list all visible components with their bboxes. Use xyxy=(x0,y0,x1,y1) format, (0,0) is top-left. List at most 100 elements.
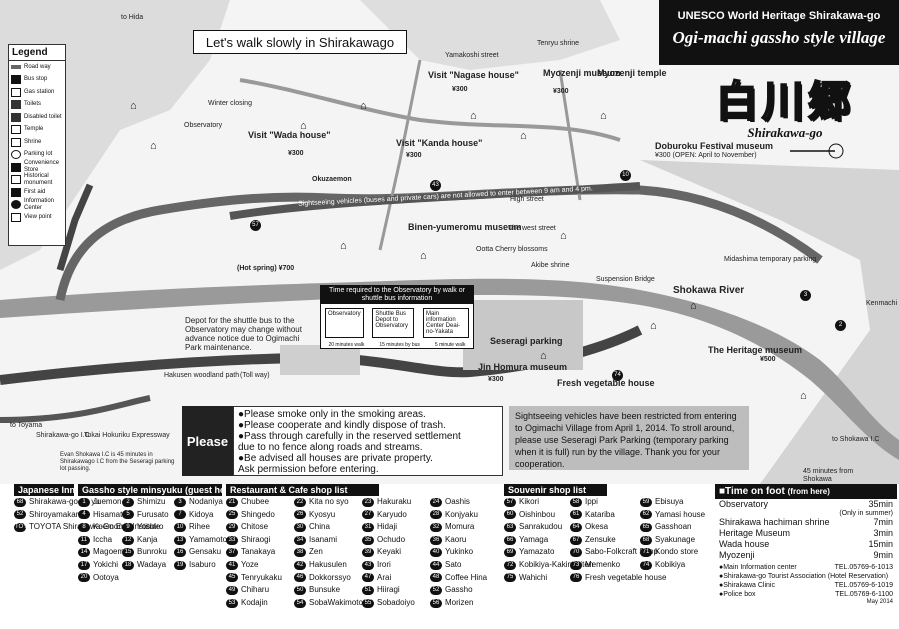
entry-number: TOYOTA xyxy=(14,522,40,532)
duration: 9min xyxy=(873,550,893,560)
entry-number: 35 xyxy=(362,535,374,545)
entry-name: Gensaku xyxy=(189,547,222,557)
tenryu-shrine-label: Tenryu shrine xyxy=(537,40,580,47)
rule-line: ●Please cooperate and kindly dispose of … xyxy=(238,420,446,431)
observatory-info-box: Time required to the Observatory by walk… xyxy=(320,285,474,349)
entry-name: Hidaji xyxy=(377,522,398,532)
entry-number: 21 xyxy=(226,497,238,507)
entry-name: Fresh vegetable house xyxy=(585,572,667,582)
entry-number: 54 xyxy=(294,598,306,608)
temple-icon xyxy=(11,125,21,135)
entry-name: TOYOTA Shirakawa-Go Eco-Institute xyxy=(29,522,161,532)
evan-note: Evan Shokawa I.C is 45 minutes in Shirak… xyxy=(60,452,175,472)
entry-number: 42 xyxy=(294,560,306,570)
legend-title: Legend xyxy=(9,45,65,61)
contact-name: ●Shirakawa-go Tourist Association (Hotel… xyxy=(719,573,889,580)
souvenir-list-title: Souvenir shop list xyxy=(504,484,607,496)
entry-number: 71 xyxy=(640,548,652,558)
legend-item: Shrine xyxy=(9,136,65,149)
building-markers: ⌂ ⌂ ⌂ ⌂ ⌂ ⌂ ⌂ ⌂ ⌂ ⌂ ⌂ ⌂ ⌂ ⌂ 61 57 43 10 … xyxy=(42,100,846,402)
entry-number: 51 xyxy=(362,585,374,595)
brand-romaji: Shirakawa-go xyxy=(747,125,823,140)
destination: Wada house xyxy=(719,539,770,549)
entry-number: 50 xyxy=(294,585,306,595)
entry-name: Chubee xyxy=(241,497,270,506)
entry-number: 34 xyxy=(294,535,306,545)
entry-number: 9 xyxy=(122,522,134,532)
brand-logo: 白川郷 Shirakawa-go xyxy=(700,68,870,141)
entry-number: 64 xyxy=(570,522,582,532)
entry-number: 40 xyxy=(430,548,442,558)
entry-name: Yamamotoya xyxy=(189,534,236,544)
entry-name: Shirakawa-go no yu xyxy=(29,497,100,506)
legend-item: Parking lot xyxy=(9,149,65,162)
myozenji-museum-label: Myozenji museum xyxy=(543,68,621,78)
to-shokawa-label: to Shokawa I.C xyxy=(832,436,880,443)
rule-line: ●Be advised all houses are private prope… xyxy=(238,453,433,464)
entry-number: 10 xyxy=(174,522,186,532)
kanda-house-label: Visit "Kanda house" xyxy=(396,138,483,148)
kanda-fee: ¥300 xyxy=(406,152,422,159)
entry-name: Sato xyxy=(445,559,462,569)
summer-note: (Only in summer) xyxy=(839,510,893,517)
restaurant-list-title: Restaurant & Cafe shop list xyxy=(226,484,379,496)
legend-item: Road way xyxy=(9,61,65,74)
entry-name: Yukinko xyxy=(445,547,474,557)
entry-name: Kondo store xyxy=(655,547,699,557)
entry-name: Chitose xyxy=(241,522,269,532)
hot-spring-label: (Hot spring) ¥700 xyxy=(237,265,295,272)
high-street-label: High street xyxy=(510,196,544,203)
entry-name: Yoshiro xyxy=(137,522,164,532)
midashima-label: Midashima temporary parking xyxy=(724,256,817,263)
fresh-vegetable-label: Fresh vegetable house xyxy=(557,378,655,388)
entry-number: 68 xyxy=(640,535,652,545)
doburoku-note: ¥300 (OPEN: April to November) xyxy=(655,152,757,159)
entry-number: 37 xyxy=(226,548,238,558)
entry-name: Iccha xyxy=(93,534,113,544)
walk45-label: 45 minutes from Shokawa xyxy=(803,468,854,483)
contact-phone: TEL.05769-6-1100 xyxy=(835,591,893,598)
toilet-icon xyxy=(11,100,21,110)
entry-name: Oishinbou xyxy=(519,509,556,519)
entry-number: 15 xyxy=(122,548,134,558)
convenience-store-icon xyxy=(11,162,21,172)
entry-name: Isaburo xyxy=(189,559,216,569)
entry-number: 60 xyxy=(504,510,516,520)
entry-number: 62 xyxy=(640,510,652,520)
contact-name: ●Main Information center xyxy=(719,564,797,571)
yamakoshi-street-label: Yamakoshi street xyxy=(445,52,499,59)
entry-name: Ebisuya xyxy=(655,497,684,506)
entry-name: Shimizu xyxy=(137,497,166,506)
walk-time-2: 5 minute walk xyxy=(434,342,466,348)
entry-name: Yamasi house xyxy=(655,509,706,519)
compass-circle xyxy=(828,143,844,159)
entry-number: 17 xyxy=(78,560,90,570)
entry-name: Sanrakudou xyxy=(519,522,563,532)
